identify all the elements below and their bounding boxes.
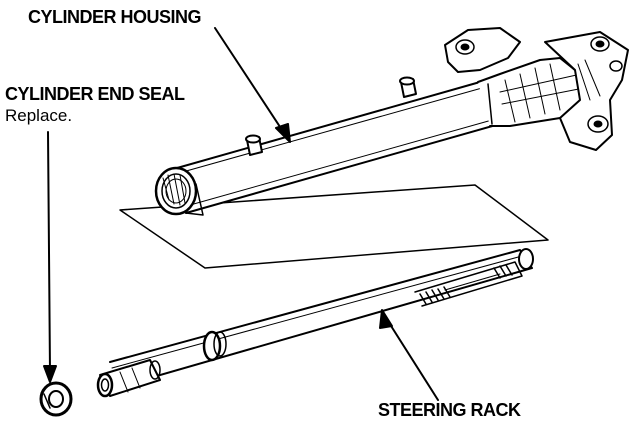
valve-body	[444, 27, 629, 151]
label-steering-rack: STEERING RACK	[378, 400, 521, 420]
label-cylinder-housing: CYLINDER HOUSING	[28, 7, 202, 27]
label-replace-note: Replace.	[5, 106, 73, 125]
cylinder-housing	[154, 27, 629, 216]
fitting-right	[399, 76, 417, 98]
cylinder-end-seal	[39, 381, 73, 417]
reference-plane	[119, 184, 549, 269]
steering-rack	[96, 248, 534, 398]
label-cylinder-end-seal: CYLINDER END SEAL	[5, 84, 185, 104]
fitting-left	[245, 134, 263, 156]
leader-arrows	[43, 27, 439, 401]
